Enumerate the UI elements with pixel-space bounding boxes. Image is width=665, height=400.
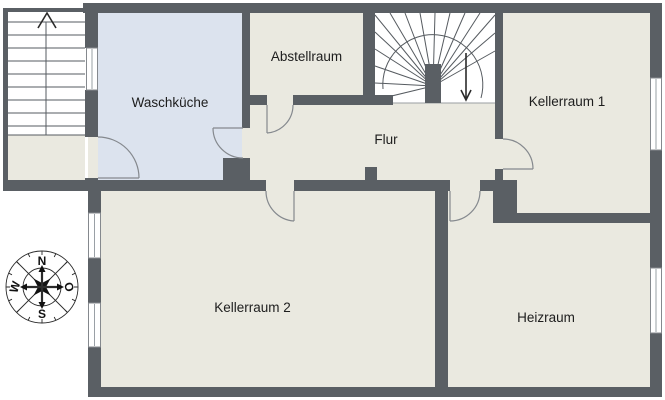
- room-label-waschkueche: Waschküche: [131, 95, 209, 110]
- window: [86, 47, 98, 91]
- exterior-staircase: [8, 11, 85, 136]
- room-label-flur: Flur: [374, 132, 398, 147]
- walls: [3, 3, 662, 397]
- door-waschkueche-to-flur: [212, 127, 244, 159]
- compass-west-label: W: [7, 279, 24, 295]
- window: [88, 302, 101, 348]
- compass-north-label: N: [38, 254, 47, 268]
- room-label-heizraum: Heizraum: [517, 310, 575, 325]
- room-label-kellerraum2: Kellerraum 2: [214, 300, 291, 315]
- stair-newel-post: [425, 64, 441, 103]
- window: [650, 267, 662, 334]
- room-label-abstellraum: Abstellraum: [270, 49, 343, 64]
- door-flur-to-heizraum: [449, 190, 481, 222]
- window: [88, 212, 101, 259]
- doors: [97, 104, 534, 222]
- door-flur-to-kellerraum1: [502, 138, 534, 170]
- window: [650, 77, 662, 151]
- door-flur-to-abstellraum: [266, 104, 294, 134]
- compass-rose: N S O W: [5, 250, 79, 324]
- room-label-kellerraum1: Kellerraum 1: [528, 94, 606, 109]
- door-entry-to-waschkueche: [97, 136, 140, 179]
- stair-direction-arrow-up: [37, 11, 57, 29]
- compass-needles: [20, 265, 64, 309]
- interior-staircase: [374, 12, 496, 104]
- windows: [86, 47, 662, 348]
- compass-east-label: O: [61, 280, 77, 293]
- compass-south-label: S: [38, 307, 46, 321]
- room-floor-waschkueche: [98, 13, 242, 180]
- stair-direction-arrow-down: [460, 53, 472, 102]
- door-flur-to-kellerraum2: [265, 190, 295, 222]
- stair-landing-floor: [8, 135, 85, 180]
- floors: [8, 8, 650, 387]
